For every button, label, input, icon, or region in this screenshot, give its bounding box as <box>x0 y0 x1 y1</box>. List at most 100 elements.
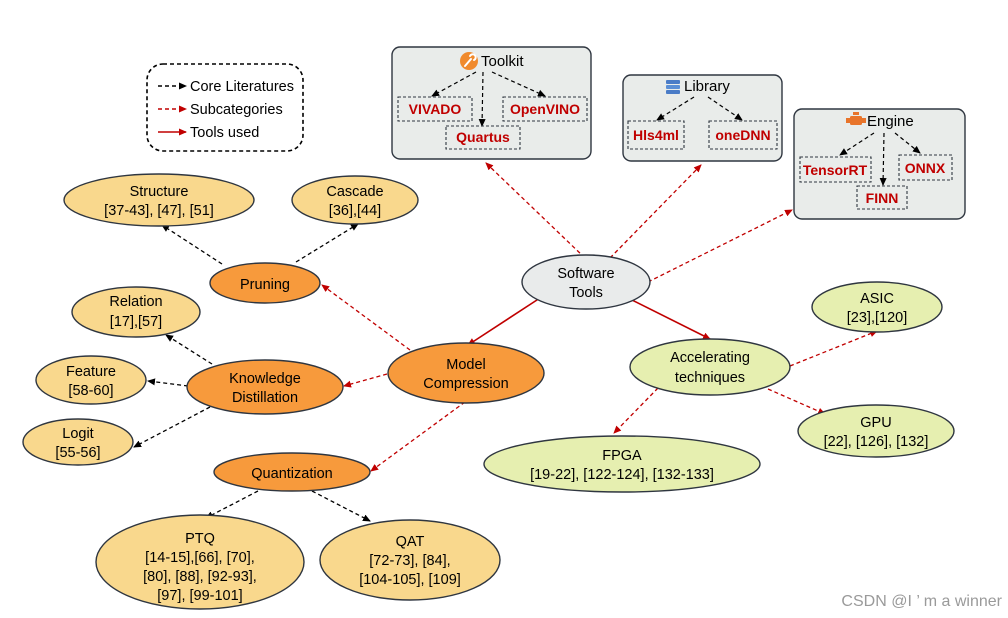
gpu-refs: [22], [126], [132] <box>824 434 929 450</box>
toolkit-arrow-quartus <box>478 71 486 127</box>
relation-title: Relation <box>109 294 162 310</box>
engine-arrow-finn <box>879 132 887 186</box>
edge-software-accelerating <box>631 299 711 340</box>
edge-compression-pruning <box>321 284 411 351</box>
cascade-refs: [36],[44] <box>329 203 381 219</box>
qat-refs-line2: [104-105], [109] <box>359 572 461 588</box>
wrench-icon <box>460 52 478 70</box>
stack-icon <box>666 80 680 94</box>
software-tools-line1: Software <box>557 266 614 282</box>
toolkit-item-box-vivado <box>397 96 473 122</box>
ptq-refs-line2: [80], [88], [92-93], <box>143 569 257 585</box>
node-model-compression: Model Compression <box>387 342 545 404</box>
structure-title: Structure <box>130 184 189 200</box>
ptq-title: PTQ <box>185 531 215 547</box>
engine-icon <box>846 112 866 125</box>
relation-refs: [17],[57] <box>110 314 162 330</box>
toolkit-title: Toolkit <box>481 53 524 70</box>
toolkit-item-box-openvino <box>502 96 588 122</box>
engine-item-tensorrt: TensorRT <box>803 162 868 178</box>
node-relation: Relation [17],[57] <box>71 286 201 338</box>
cascade-title: Cascade <box>326 184 383 200</box>
library-item-box-hls4ml <box>627 120 685 150</box>
edge-distillation-relation <box>165 334 213 365</box>
engine-item-box-finn <box>856 185 908 210</box>
engine-item-box-tensorrt <box>799 156 872 183</box>
engine-arrow-onnx <box>894 132 921 154</box>
node-quantization: Quantization <box>213 452 371 492</box>
quantization-label: Quantization <box>251 466 332 482</box>
library-item-onednn: oneDNN <box>715 127 770 143</box>
distillation-line2: Distillation <box>232 390 298 406</box>
library-box: Library Hls4ml oneDNN <box>622 74 783 162</box>
ptq-refs-line1: [14-15],[66], [70], <box>145 550 255 566</box>
fpga-refs: [19-22], [122-124], [132-133] <box>530 467 714 483</box>
pruning-label: Pruning <box>240 277 290 293</box>
software-tools-line2: Tools <box>569 285 603 301</box>
node-feature: Feature [58-60] <box>35 355 147 405</box>
model-compression-line2: Compression <box>423 376 508 392</box>
node-cascade: Cascade [36],[44] <box>291 175 419 225</box>
asic-title: ASIC <box>860 291 894 307</box>
accelerating-line2: techniques <box>675 370 745 386</box>
node-software-tools: Software Tools <box>521 254 651 310</box>
accelerating-line1: Accelerating <box>670 350 750 366</box>
logit-refs: [55-56] <box>55 445 100 461</box>
node-knowledge-distillation: Knowledge Distillation <box>186 359 344 415</box>
qat-refs-line1: [72-73], [84], <box>369 553 450 569</box>
feature-title: Feature <box>66 364 116 380</box>
ptq-refs-line3: [97], [99-101] <box>157 588 242 604</box>
edge-accelerating-fpga <box>613 387 659 434</box>
toolkit-frame <box>391 46 592 160</box>
edge-software-compression <box>467 297 541 346</box>
legend-tools-label: Tools used <box>190 125 259 141</box>
toolkit-box: Toolkit VIVADO Quartus OpenVINO <box>391 46 592 160</box>
library-item-box-onednn <box>708 120 778 150</box>
edge-software-library <box>609 164 702 259</box>
watermark: CSDN @I ’ m a winner <box>841 593 1002 610</box>
engine-title: Engine <box>867 113 914 130</box>
node-ptq: PTQ [14-15],[66], [70], [80], [88], [92-… <box>95 514 305 610</box>
engine-item-finn: FINN <box>866 190 899 206</box>
toolkit-item-openvino: OpenVINO <box>510 101 580 117</box>
library-arrow-hls4ml <box>656 96 695 121</box>
engine-item-box-onnx <box>898 154 953 181</box>
edge-pruning-cascade <box>295 223 359 263</box>
node-structure: Structure [37-43], [47], [51] <box>63 173 255 227</box>
edge-accelerating-gpu <box>767 388 826 415</box>
model-compression-line1: Model <box>446 357 486 373</box>
fpga-title: FPGA <box>602 448 642 464</box>
library-item-hls4ml: Hls4ml <box>633 127 679 143</box>
gpu-title: GPU <box>860 415 891 431</box>
edge-software-engine <box>647 209 793 283</box>
toolkit-item-vivado: VIVADO <box>409 101 462 117</box>
edge-accelerating-asic <box>789 330 878 367</box>
legend: Core Literatures Subcategories Tools use… <box>146 63 304 152</box>
node-qat: QAT [72-73], [84], [104-105], [109] <box>319 519 501 601</box>
node-asic: ASIC [23],[120] <box>811 281 943 333</box>
node-gpu: GPU [22], [126], [132] <box>797 404 955 458</box>
engine-box: Engine TensorRT FINN ONNX <box>793 108 966 220</box>
engine-item-onnx: ONNX <box>905 160 946 176</box>
edge-software-toolkit <box>485 162 586 259</box>
qat-title: QAT <box>396 534 425 550</box>
node-pruning: Pruning <box>209 262 321 304</box>
toolkit-item-box-quartus <box>445 125 521 150</box>
edges <box>133 162 878 522</box>
engine-frame <box>793 108 966 220</box>
toolkit-arrow-vivado <box>431 71 477 97</box>
library-title: Library <box>684 78 730 95</box>
library-frame <box>622 74 783 162</box>
edge-pruning-structure <box>161 224 223 265</box>
node-accelerating: Accelerating techniques <box>629 338 791 396</box>
edge-compression-quantization <box>370 401 466 472</box>
edge-quantization-ptq <box>205 490 259 519</box>
structure-refs: [37-43], [47], [51] <box>104 203 214 219</box>
node-logit: Logit [55-56] <box>22 418 134 466</box>
legend-core-label: Core Literatures <box>190 79 294 95</box>
edge-compression-distillation <box>343 373 388 388</box>
toolkit-item-quartus: Quartus <box>456 129 510 145</box>
distillation-line1: Knowledge <box>229 371 301 387</box>
feature-refs: [58-60] <box>68 383 113 399</box>
